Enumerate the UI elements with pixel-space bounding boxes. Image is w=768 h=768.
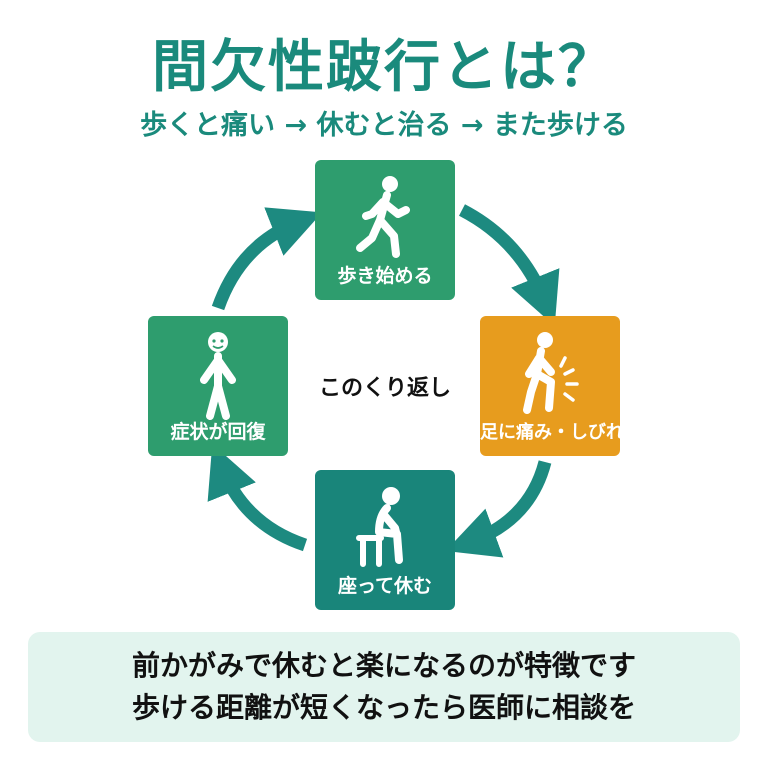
page-subtitle: 歩くと痛い → 休むと治る → また歩ける: [140, 110, 628, 141]
step-label: 足に痛み・しびれ: [480, 422, 624, 443]
step-sit-and-rest: 座って休む: [315, 470, 455, 610]
arrow-top-to-right: [458, 204, 560, 327]
cycle-center-label: このくり返し: [318, 376, 451, 401]
standing-person-icon: [200, 332, 236, 420]
step-label: 症状が回復: [170, 421, 266, 443]
note-box: 前かがみで休むと楽になるのが特徴です 歩ける距離が短くなったら医師に相談を: [28, 632, 740, 742]
leg-pain-person-icon: [523, 332, 579, 414]
sitting-person-icon: [356, 487, 403, 567]
page-title: 間欠性跛行とは？: [152, 35, 616, 100]
step-label: 歩き始める: [337, 265, 433, 287]
arrow-left-to-top: [211, 207, 323, 311]
note-line: 歩ける距離が短くなったら医師に相談を: [131, 691, 636, 724]
step-start-walking: 歩き始める: [315, 160, 455, 300]
step-symptoms-recover: 症状が回復: [148, 316, 288, 456]
walking-person-icon: [356, 176, 410, 258]
note-line: 前かがみで休むと楽になるのが特徴です: [131, 649, 636, 682]
arrow-right-to-bottom: [445, 460, 552, 558]
step-leg-pain: 足に痛み・しびれ: [480, 316, 624, 456]
arrow-bottom-to-left: [207, 443, 308, 552]
step-label: 座って休む: [337, 575, 433, 597]
